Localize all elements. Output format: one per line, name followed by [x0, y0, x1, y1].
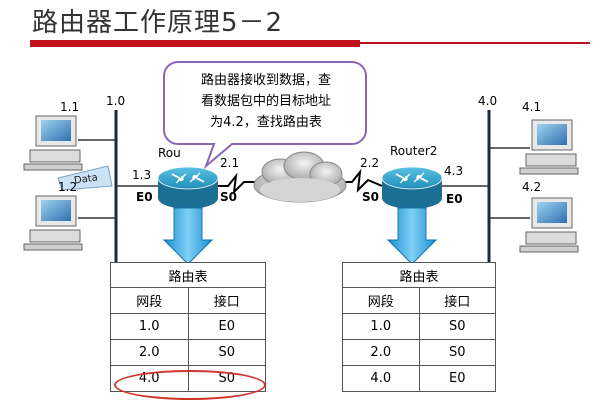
- label-host-4-2: 4.2: [522, 180, 542, 194]
- label-r1-s0-ip: 2.1: [220, 156, 240, 170]
- wan-cloud: [253, 151, 347, 203]
- table-row: 1.0 E0: [110, 313, 267, 340]
- table-cell-interface: S0: [418, 313, 497, 340]
- label-r2-e0-ip: 4.3: [444, 164, 464, 178]
- table-cell-network: 1.0: [110, 313, 189, 340]
- label-router1-name: Rou: [158, 146, 181, 160]
- router2-down-arrow: [386, 207, 438, 265]
- routing-table-router2: 路由表 网段 接口 1.0 S0 2.0 S0 4.0 E0: [342, 262, 497, 392]
- right-lan-segment: [435, 110, 530, 265]
- table-header-network: 网段: [342, 287, 420, 314]
- callout-line-1: 路由器接收到数据，查: [200, 73, 331, 88]
- callout-text: 路由器接收到数据，查 看数据包中的目标地址 为4.2，查找路由表: [172, 70, 360, 133]
- pc-icon-4-1: [519, 119, 579, 175]
- label-r1-s0: S0: [220, 190, 237, 204]
- label-net-1-0: 1.0: [106, 94, 126, 108]
- page-title: 路由器工作原理5－2: [32, 8, 284, 38]
- pc-icon-4-2: [519, 197, 579, 253]
- title-underline-bar: [30, 40, 360, 47]
- pc-icon-1-1: [23, 115, 83, 171]
- router2-icon: [381, 166, 443, 209]
- title-underline-line: [360, 42, 590, 44]
- serial-link-left: [218, 172, 262, 195]
- pc-icon-1-2: [23, 195, 83, 251]
- data-packet-icon: [57, 165, 113, 191]
- label-net-4-0: 4.0: [478, 94, 498, 108]
- label-r2-e0: E0: [446, 192, 463, 206]
- label-host-1-1: 1.1: [60, 100, 80, 114]
- table-header-interface: 接口: [187, 287, 267, 314]
- table-row: 1.0 S0: [342, 313, 497, 340]
- label-r1-e0-ip: 1.3: [132, 168, 152, 182]
- router1-down-arrow: [162, 207, 214, 265]
- highlight-ellipse: [114, 370, 266, 400]
- label-r2-s0-ip: 2.2: [360, 156, 380, 170]
- table-header-interface: 接口: [418, 287, 497, 314]
- callout-bubble: [163, 61, 367, 170]
- table-row: 4.0 E0: [342, 365, 497, 392]
- callout-line-3: 为4.2，查找路由表: [210, 115, 322, 130]
- table-row: 2.0 S0: [342, 339, 497, 366]
- serial-link-right: [336, 168, 383, 193]
- table-cell-network: 2.0: [342, 339, 420, 366]
- label-r1-e0: E0: [136, 190, 153, 204]
- routing-table-caption: 路由表: [342, 262, 496, 288]
- routing-table-router1: 路由表 网段 接口 1.0 E0 2.0 S0 4.0 S0: [110, 262, 267, 392]
- table-cell-network: 2.0: [110, 339, 189, 366]
- table-header-network: 网段: [110, 287, 189, 314]
- label-host-1-2: 1.2: [58, 180, 78, 194]
- label-host-4-1: 4.1: [522, 100, 542, 114]
- label-router2-name: Router2: [390, 144, 438, 158]
- table-cell-interface: S0: [418, 339, 497, 366]
- table-cell-interface: S0: [187, 339, 267, 366]
- routing-table-caption: 路由表: [110, 262, 266, 288]
- callout-line-2: 看数据包中的目标地址: [200, 94, 331, 109]
- router1-icon: [157, 166, 219, 209]
- table-cell-network: 4.0: [342, 365, 420, 392]
- table-cell-interface: E0: [187, 313, 267, 340]
- label-r2-s0: S0: [362, 190, 379, 204]
- table-cell-interface: E0: [418, 365, 497, 392]
- table-row: 2.0 S0: [110, 339, 267, 366]
- table-cell-network: 1.0: [342, 313, 420, 340]
- left-lan-segment: [78, 110, 158, 265]
